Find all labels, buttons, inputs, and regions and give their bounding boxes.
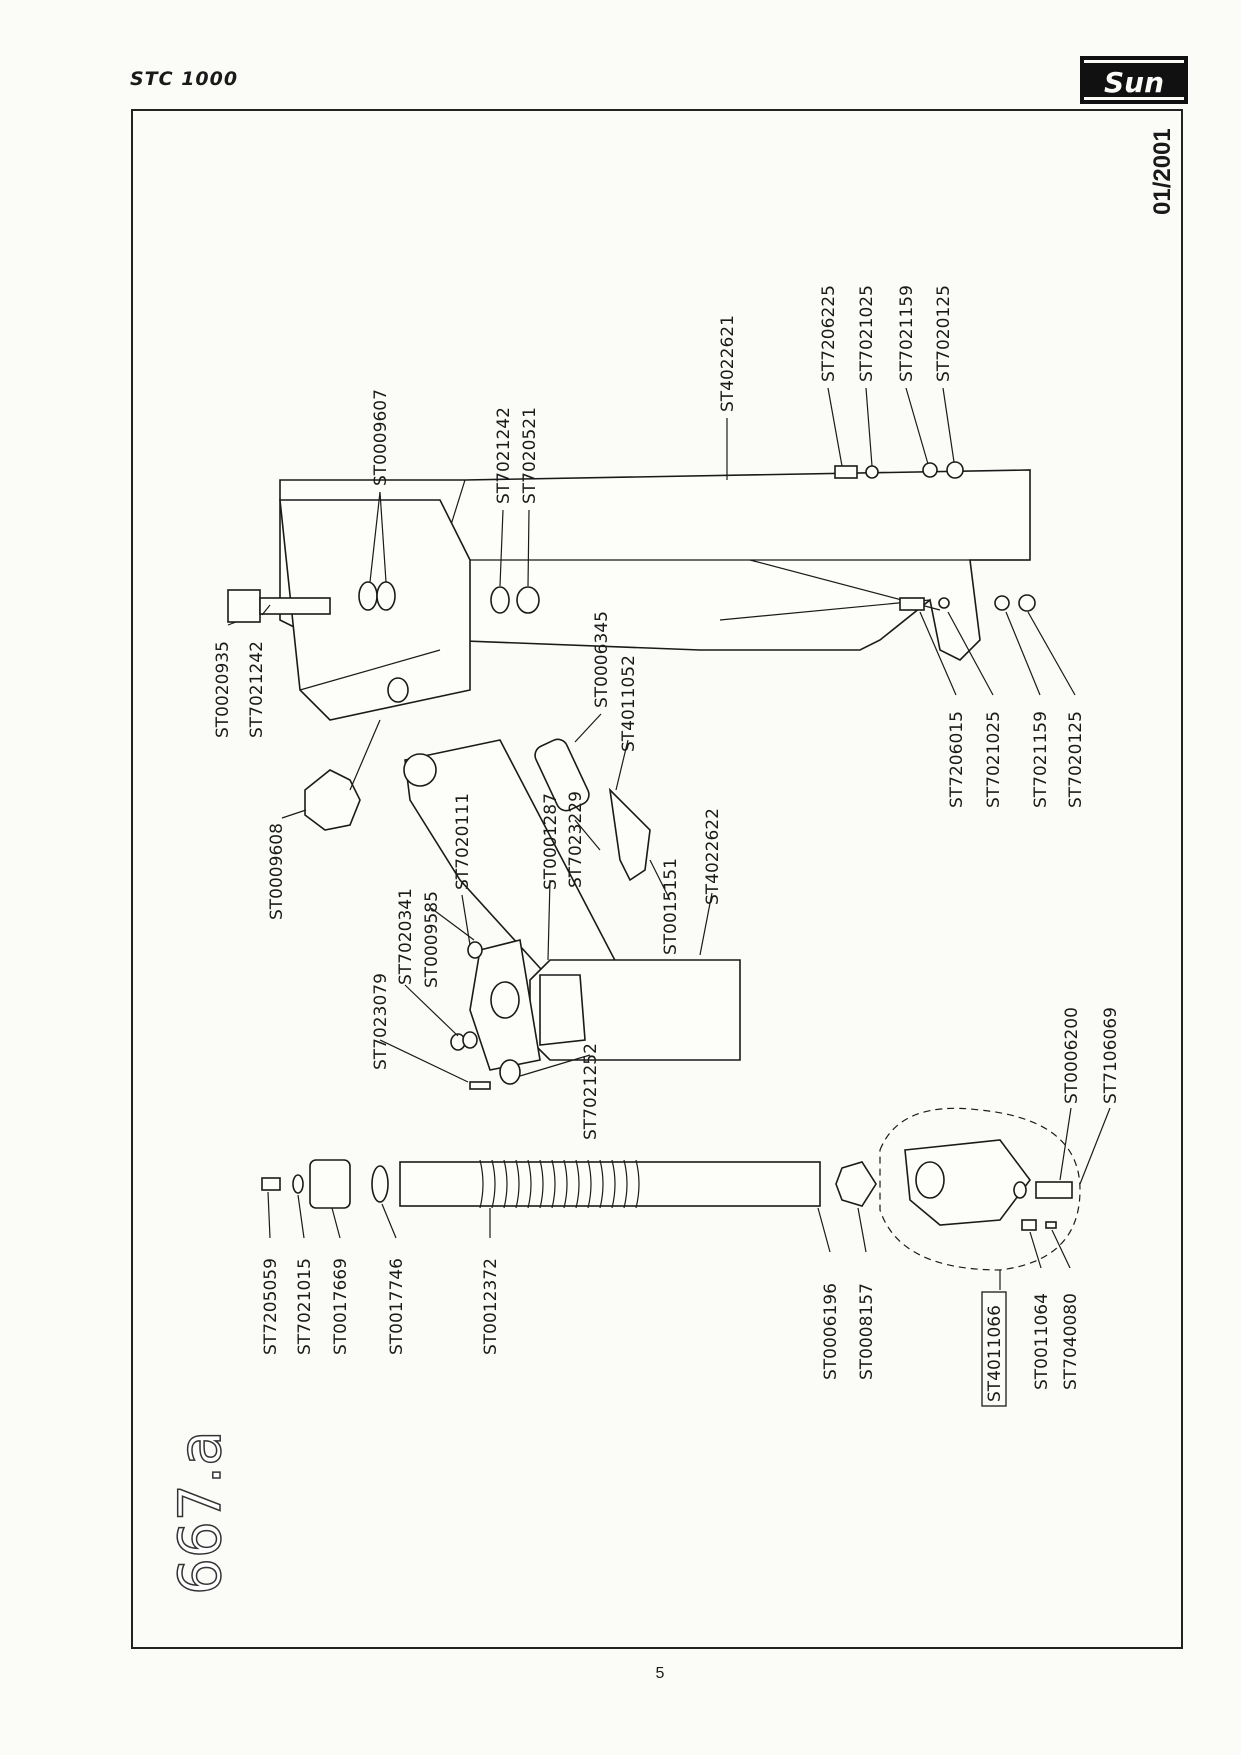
revision-date: 01/2001 bbox=[1149, 128, 1176, 215]
column-nut bbox=[516, 586, 540, 614]
label-st4011066: ST4011066 bbox=[985, 1305, 1005, 1402]
label-st7023079: ST7023079 bbox=[371, 973, 391, 1070]
label-st7206225: ST7206225 bbox=[819, 285, 839, 382]
label-st7020125-top: ST7020125 bbox=[934, 285, 954, 382]
label-st0017746: ST0017746 bbox=[387, 1258, 407, 1355]
label-st7040080: ST7040080 bbox=[1061, 1293, 1081, 1390]
label-st4022622: ST4022622 bbox=[703, 808, 723, 905]
label-st0006200: ST0006200 bbox=[1062, 1007, 1082, 1104]
label-st0006196: ST0006196 bbox=[821, 1283, 841, 1380]
base-assembly-outline bbox=[879, 1107, 1081, 1271]
top-cap bbox=[309, 1159, 351, 1209]
shaft-nut bbox=[835, 1161, 877, 1207]
model-name: STC 1000 bbox=[130, 68, 239, 90]
label-st7021025-bottom: ST7021025 bbox=[984, 711, 1004, 808]
end-lockwasher-bottom bbox=[994, 595, 1010, 611]
label-st7021242-col: ST7021242 bbox=[494, 407, 514, 504]
end-nut-top bbox=[946, 461, 964, 479]
flange-nut-3 bbox=[462, 1031, 478, 1049]
label-st7020521: ST7020521 bbox=[520, 407, 540, 504]
end-washer-bottom bbox=[938, 597, 950, 609]
top-bolt-shank bbox=[259, 597, 331, 615]
sleeve-washer bbox=[499, 1059, 521, 1085]
label-st0017669: ST0017669 bbox=[331, 1258, 351, 1355]
label-st7023229: ST7023229 bbox=[566, 791, 586, 888]
brand-logo-text: Sun bbox=[1104, 66, 1164, 99]
label-st7021252: ST7021252 bbox=[581, 1043, 601, 1140]
label-st0009608: ST0009608 bbox=[267, 823, 287, 920]
sleeve-end bbox=[539, 974, 586, 1046]
label-st7106069: ST7106069 bbox=[1101, 1007, 1121, 1104]
label-st7206015: ST7206015 bbox=[947, 711, 967, 808]
end-washer-top bbox=[865, 465, 879, 479]
base-set-screw bbox=[1035, 1181, 1073, 1199]
flange-pin bbox=[469, 1081, 491, 1090]
end-bolt-bottom bbox=[899, 597, 925, 611]
label-st0012372: ST0012372 bbox=[481, 1258, 501, 1355]
label-st0001287: ST0001287 bbox=[541, 793, 561, 890]
label-st0015151: ST0015151 bbox=[661, 858, 681, 955]
base-washer bbox=[1013, 1181, 1027, 1199]
label-st7021025-top: ST7021025 bbox=[857, 285, 877, 382]
column-top-nut bbox=[387, 677, 409, 703]
hand-knob bbox=[304, 769, 361, 831]
base-housing bbox=[904, 1139, 1031, 1226]
label-st0009607: ST0009607 bbox=[371, 389, 391, 486]
label-st7205059: ST7205059 bbox=[261, 1258, 281, 1355]
label-st0009585: ST0009585 bbox=[422, 891, 442, 988]
top-screw bbox=[261, 1177, 281, 1191]
label-st0011064: ST0011064 bbox=[1032, 1293, 1052, 1390]
base-small-block bbox=[1021, 1219, 1037, 1231]
label-st4022621: ST4022621 bbox=[718, 315, 738, 412]
part-number-labels: ST4022621 ST7206225 ST7021025 ST7021159 … bbox=[213, 285, 1121, 1407]
base-housing-bore bbox=[915, 1161, 945, 1199]
base-pin bbox=[1045, 1221, 1057, 1229]
label-st7020125-bottom: ST7020125 bbox=[1066, 711, 1086, 808]
flange-hole bbox=[490, 981, 520, 1019]
washer-pair-2 bbox=[376, 581, 396, 611]
end-bolt-top bbox=[834, 465, 858, 479]
top-washer bbox=[292, 1174, 304, 1194]
label-st0006345: ST0006345 bbox=[592, 611, 612, 708]
main-shaft bbox=[399, 1161, 821, 1207]
label-st0008157: ST0008157 bbox=[857, 1283, 877, 1380]
label-st7020111: ST7020111 bbox=[453, 793, 473, 890]
leader-lines bbox=[227, 387, 1111, 1290]
label-st7021159-bottom: ST7021159 bbox=[1031, 711, 1051, 808]
washer-pair-1 bbox=[358, 581, 378, 611]
page-number: 5 bbox=[655, 1665, 665, 1682]
handle-grip bbox=[534, 738, 590, 812]
label-st7020341: ST7020341 bbox=[396, 888, 416, 985]
column-washer bbox=[490, 586, 510, 614]
brand-logo: Sun bbox=[1080, 56, 1188, 104]
label-st7021242-bolt: ST7021242 bbox=[247, 641, 267, 738]
top-bolt-head bbox=[227, 589, 261, 623]
handle-lever bbox=[608, 787, 651, 882]
flange-nut-1 bbox=[467, 941, 483, 959]
assembly-number-box bbox=[981, 1291, 1007, 1407]
drawing-frame bbox=[131, 109, 1183, 1649]
cap-washer bbox=[371, 1165, 389, 1203]
figure-number: 667.a bbox=[166, 1430, 234, 1595]
end-nut-bottom bbox=[1018, 594, 1036, 612]
label-st7021015: ST7021015 bbox=[295, 1258, 315, 1355]
label-st0020935: ST0020935 bbox=[213, 641, 233, 738]
label-st4011052: ST4011052 bbox=[619, 655, 639, 752]
part-geometry bbox=[227, 461, 1081, 1271]
end-lockwasher-top bbox=[922, 462, 938, 478]
label-st7021159-top: ST7021159 bbox=[897, 285, 917, 382]
compression-spring bbox=[479, 1159, 640, 1209]
swing-arm-hole bbox=[403, 753, 437, 787]
